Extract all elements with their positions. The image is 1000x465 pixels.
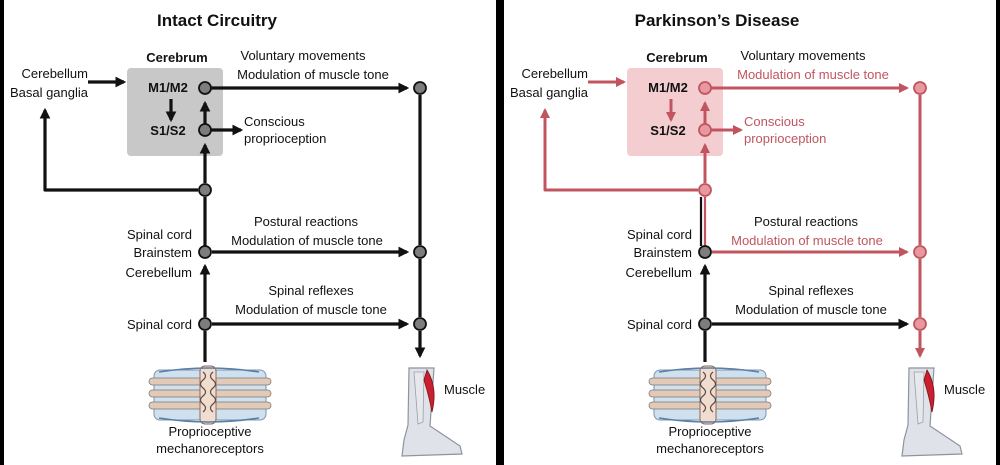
modulation-top-label: Modulation of muscle tone [237,67,389,82]
postural-reactions-label: Postural reactions [754,214,859,229]
proprioception-label: proprioception [744,131,826,146]
voluntary-movements-label: Voluntary movements [240,48,366,63]
basal-ganglia-label: Basal ganglia [10,85,89,100]
spinal-cord-bottom-label: Spinal cord [627,317,692,332]
m1m2-label: M1/M2 [648,80,688,95]
mechanoreceptor-icon [148,365,272,425]
modulation-bottom-label: Modulation of muscle tone [735,302,887,317]
modulation-top-label: Modulation of muscle tone [737,67,889,82]
node-spinal-cord [698,317,712,331]
node-s1s2 [698,123,712,137]
spinal-cord-top-label: Spinal cord [627,227,692,242]
feedback-to-cerebellum-arrow [539,107,698,192]
muscle-label: Muscle [444,382,485,397]
brainstem-label: Brainstem [133,245,192,260]
node-branch [198,183,212,197]
leg-muscle-icon [901,367,963,457]
mechanoreceptors-label: mechanoreceptors [156,441,264,456]
brainstem-label: Brainstem [633,245,692,260]
node-brainstem [698,245,712,259]
mechanoreceptor-icon [648,365,772,425]
feedback-to-cerebellum-arrow [39,107,198,192]
muscle-label: Muscle [944,382,985,397]
panel-intact-circuitry: Intact Circuitry Cerebrum M1/M2 S1/S2 [4,0,496,465]
proprioceptive-label: Proprioceptive [668,424,751,439]
leg-muscle-icon [401,367,463,457]
node-motor-top [413,81,427,95]
node-spinal-cord [198,317,212,331]
spinal-cord-bottom-label: Spinal cord [127,317,192,332]
node-m1m2 [698,81,712,95]
spinal-reflexes-label: Spinal reflexes [768,283,854,298]
spinal-reflexes-label: Spinal reflexes [268,283,354,298]
intact-circuit-diagram: Intact Circuitry Cerebrum M1/M2 S1/S2 [10,11,485,457]
node-s1s2 [198,123,212,137]
node-motor-top [913,81,927,95]
modulation-mid-label: Modulation of muscle tone [231,233,383,248]
node-motor-bottom [913,317,927,331]
parkinsons-circuit-diagram: Parkinson’s Disease Cerebrum M1/M2 S1/S2 [510,11,985,457]
spinal-cord-top-label: Spinal cord [127,227,192,242]
basal-ganglia-label: Basal ganglia [510,85,589,100]
proprioception-label: proprioception [244,131,326,146]
s1s2-label: S1/S2 [650,123,685,138]
postural-reactions-label: Postural reactions [254,214,359,229]
cerebellum-mid-label: Cerebellum [626,265,692,280]
s1s2-label: S1/S2 [150,123,185,138]
node-brainstem [198,245,212,259]
voluntary-movements-label: Voluntary movements [740,48,866,63]
panel-title: Intact Circuitry [157,11,278,30]
m1m2-label: M1/M2 [148,80,188,95]
mechanoreceptors-label: mechanoreceptors [656,441,764,456]
conscious-label: Conscious [744,114,805,129]
cerebrum-label: Cerebrum [646,50,707,65]
modulation-mid-label: Modulation of muscle tone [731,233,883,248]
node-branch [698,183,712,197]
panel-title: Parkinson’s Disease [635,11,800,30]
cerebrum-label: Cerebrum [146,50,207,65]
node-motor-mid [413,245,427,259]
node-motor-mid [913,245,927,259]
node-m1m2 [198,81,212,95]
cerebellum-top-label: Cerebellum [22,66,88,81]
panel-parkinsons-disease: Parkinson’s Disease Cerebrum M1/M2 S1/S2 [504,0,996,465]
cerebellum-top-label: Cerebellum [522,66,588,81]
proprioceptive-label: Proprioceptive [168,424,251,439]
node-motor-bottom [413,317,427,331]
modulation-bottom-label: Modulation of muscle tone [235,302,387,317]
conscious-label: Conscious [244,114,305,129]
cerebellum-mid-label: Cerebellum [126,265,192,280]
